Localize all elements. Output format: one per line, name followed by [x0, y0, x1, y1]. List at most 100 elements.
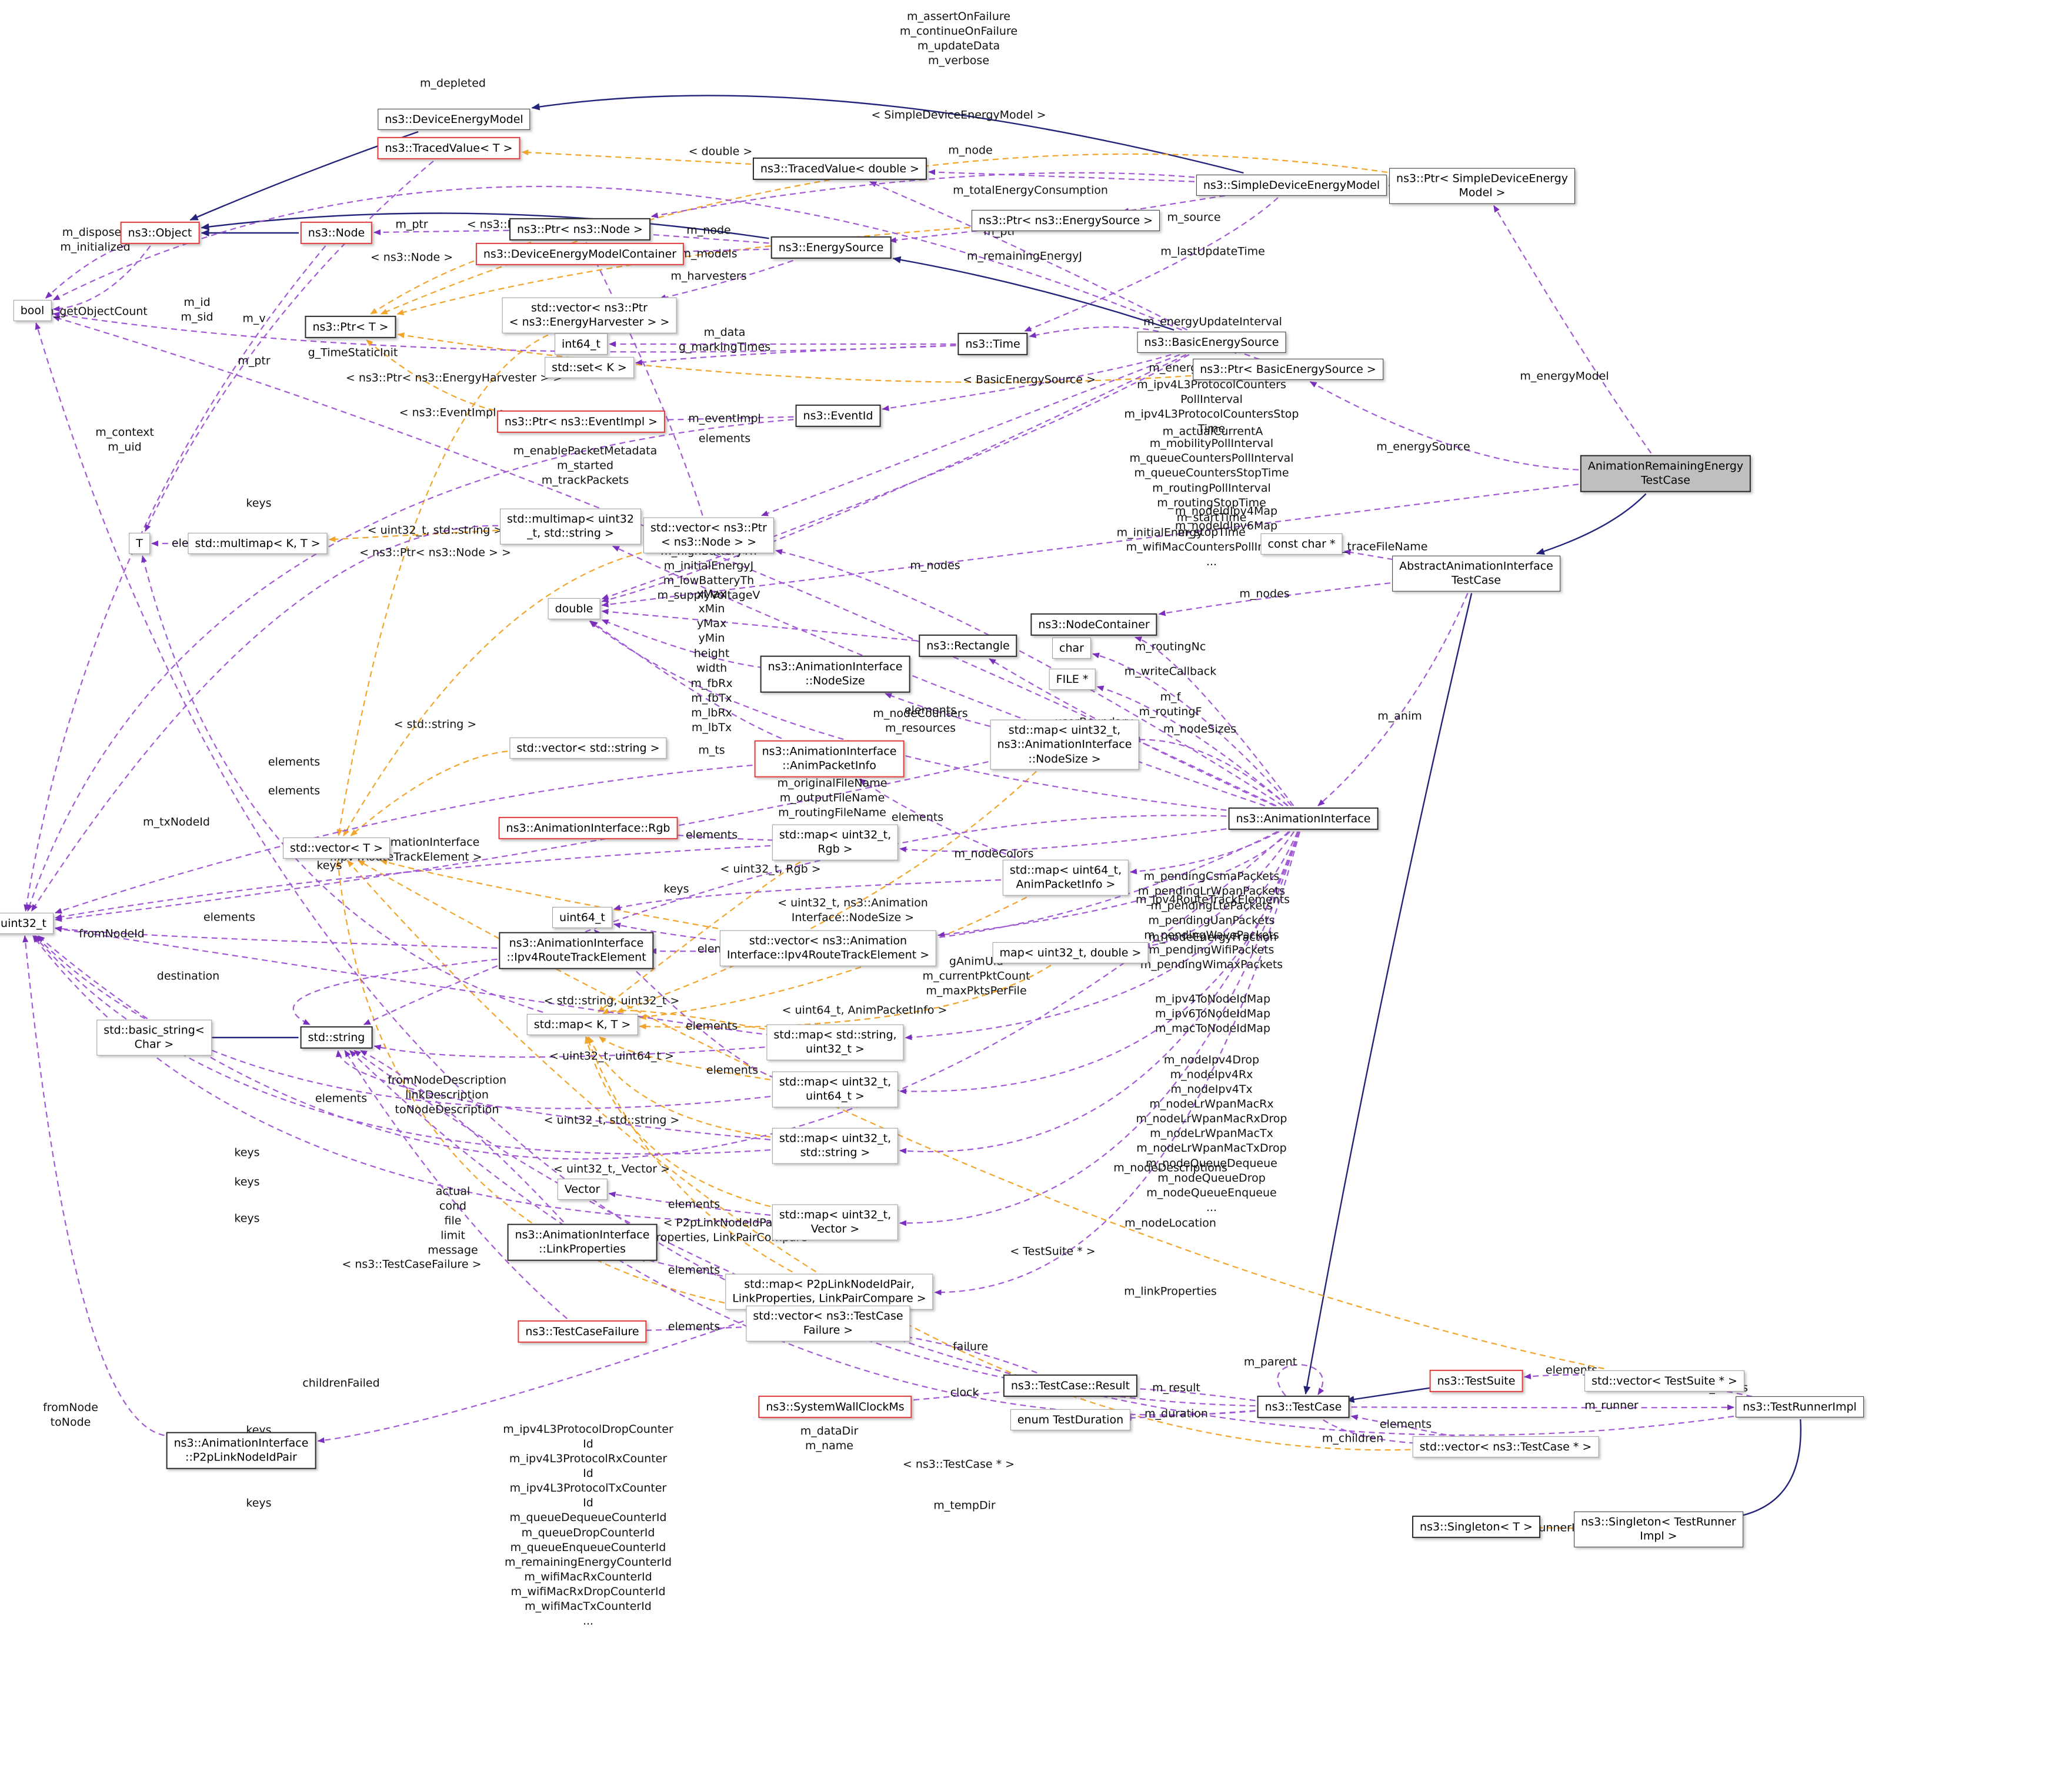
edge-label: < uint32_t, Rgb >	[720, 862, 821, 876]
class-node-node[interactable]: ns3::Node	[300, 221, 373, 245]
class-node-traced-value-t[interactable]: ns3::TracedValue< T >	[377, 136, 520, 160]
class-node-vec-testcase-failure[interactable]: std::vector< ns3::TestCase Failure >	[746, 1305, 910, 1342]
class-node-vector[interactable]: Vector	[557, 1178, 608, 1200]
class-node-ptr-event-impl[interactable]: ns3::Ptr< ns3::EventImpl >	[496, 410, 666, 433]
edge-label: m_eventImpl	[688, 412, 761, 425]
class-node-object[interactable]: ns3::Object	[120, 221, 200, 245]
class-node-abstract-anim-testcase[interactable]: AbstractAnimationInterface TestCase	[1392, 555, 1560, 592]
class-node-node-size[interactable]: ns3::AnimationInterface ::NodeSize	[760, 655, 910, 693]
edge-label: actual cond file limit message	[428, 1185, 478, 1257]
edge-animation-interface-to-double	[589, 621, 1227, 811]
class-node-basic-string[interactable]: std::basic_string< Char >	[96, 1019, 212, 1056]
class-node-vec-testcase-ptr[interactable]: std::vector< ns3::TestCase * >	[1412, 1436, 1599, 1458]
class-node-file[interactable]: FILE *	[1049, 668, 1096, 691]
edge-label: elements	[698, 432, 751, 445]
edge-label: m_nodeColors	[954, 847, 1034, 861]
edge-map-kt-to-t	[141, 555, 543, 1013]
class-node-ptr-energy-source[interactable]: ns3::Ptr< ns3::EnergySource >	[971, 209, 1160, 232]
edge-node-size-to-double	[601, 619, 774, 670]
class-node-rectangle[interactable]: ns3::Rectangle	[919, 634, 1017, 658]
edge-map-u64-animpacketinfo-to-map-kt	[639, 896, 1027, 1020]
class-node-vec-t[interactable]: std::vector< T >	[282, 837, 391, 859]
class-node-testcase-result[interactable]: ns3::TestCase::Result	[1003, 1374, 1138, 1398]
class-node-multimap-kt[interactable]: std::multimap< K, T >	[188, 532, 328, 555]
class-node-testcase-failure[interactable]: ns3::TestCaseFailure	[518, 1320, 647, 1343]
edge-energy-source-to-object	[201, 212, 769, 239]
class-node-testcase[interactable]: ns3::TestCase	[1257, 1395, 1350, 1419]
class-node-set-k[interactable]: std::set< K >	[545, 356, 634, 379]
edge-animation-interface-to-vec-ptr-node	[775, 549, 1284, 806]
edge-label: keys	[234, 1212, 260, 1225]
class-node-energy-source[interactable]: ns3::EnergySource	[770, 236, 892, 259]
class-node-link-properties[interactable]: ns3::AnimationInterface ::LinkProperties	[507, 1223, 658, 1261]
edge-energy-source-to-ptr-node	[642, 231, 769, 244]
class-node-animation-interface[interactable]: ns3::AnimationInterface	[1228, 807, 1379, 831]
class-node-map-kt[interactable]: std::map< K, T >	[526, 1013, 638, 1036]
class-node-anim-remaining-energy-testcase[interactable]: AnimationRemainingEnergy TestCase	[1580, 455, 1751, 492]
edge-label: m_ptr	[238, 354, 271, 368]
class-node-map-str-u32[interactable]: std::map< std::string, uint32_t >	[766, 1024, 904, 1060]
class-node-time[interactable]: ns3::Time	[957, 332, 1028, 356]
class-node-ptr-basic-energy-source[interactable]: ns3::Ptr< BasicEnergySource >	[1193, 358, 1383, 381]
class-node-map-u32-nodesize[interactable]: std::map< uint32_t, ns3::AnimationInterf…	[990, 719, 1139, 770]
class-node-enum-test-duration[interactable]: enum TestDuration	[1010, 1409, 1131, 1431]
class-node-rgb[interactable]: ns3::AnimationInterface::Rgb	[498, 816, 678, 840]
class-node-traced-value-double[interactable]: ns3::TracedValue< double >	[752, 157, 927, 181]
class-node-vec-string[interactable]: std::vector< std::string >	[509, 737, 667, 759]
edge-label: m_pendingCsmaPackets m_pendingLrWpanPack…	[1137, 870, 1286, 972]
class-node-node-container[interactable]: ns3::NodeContainer	[1030, 613, 1157, 636]
class-node-const-char[interactable]: const char *	[1260, 533, 1343, 555]
edge-simple-dem-to-device-energy-model	[531, 95, 1244, 174]
class-node-std-string[interactable]: std::string	[300, 1026, 373, 1049]
class-node-t[interactable]: T	[129, 532, 150, 555]
class-node-p2p-link-nodeid-pair[interactable]: ns3::AnimationInterface ::P2pLinkNodeIdP…	[166, 1432, 316, 1469]
class-node-simple-dem[interactable]: ns3::SimpleDeviceEnergyModel	[1196, 174, 1387, 196]
edge-label: elements	[668, 1263, 720, 1277]
edge-object-to-bool	[52, 245, 151, 312]
edge-label: m_dataDir m_name	[800, 1424, 859, 1452]
edge-label: m_anim	[1377, 709, 1422, 723]
class-node-vec-ptr-harvester[interactable]: std::vector< ns3::Ptr < ns3::EnergyHarve…	[502, 297, 677, 333]
class-node-ptr-node[interactable]: ns3::Ptr< ns3::Node >	[509, 218, 650, 241]
class-node-singleton-t[interactable]: ns3::Singleton< T >	[1412, 1515, 1540, 1539]
edge-vec-ptr-node-to-vec-t	[343, 552, 642, 836]
class-node-dem-container[interactable]: ns3::DeviceEnergyModelContainer	[475, 242, 685, 266]
class-node-map-u32-double[interactable]: map< uint32_t, double >	[992, 942, 1149, 964]
class-node-uint32[interactable]: uint32_t	[0, 912, 54, 935]
edge-label: m_data g_markingTimes	[678, 325, 771, 353]
edge-label: m_runner	[1584, 1399, 1639, 1412]
class-node-ptr-t[interactable]: ns3::Ptr< T >	[305, 315, 396, 339]
class-node-map-u32-vector[interactable]: std::map< uint32_t, Vector >	[772, 1204, 899, 1240]
edge-energy-source-to-vec-ptr-harvester	[659, 259, 793, 301]
class-node-map-u32-str[interactable]: std::map< uint32_t, std::string >	[772, 1128, 899, 1164]
edge-vec-testcase-failure-to-vec-t	[335, 860, 745, 1308]
edge-basic-energy-source-to-double	[601, 354, 1187, 603]
class-node-uint64[interactable]: uint64_t	[552, 906, 612, 929]
class-node-event-id[interactable]: ns3::EventId	[795, 404, 881, 428]
class-node-map-p2p[interactable]: std::map< P2pLinkNodeIdPair, LinkPropert…	[725, 1273, 933, 1310]
class-node-basic-energy-source[interactable]: ns3::BasicEnergySource	[1137, 331, 1286, 353]
class-node-map-u64-animpacketinfo[interactable]: std::map< uint64_t, AnimPacketInfo >	[1002, 859, 1129, 896]
class-node-ipv4-route-track-element[interactable]: ns3::AnimationInterface ::Ipv4RouteTrack…	[499, 932, 654, 969]
class-node-vec-testsuite[interactable]: std::vector< TestSuite * >	[1584, 1370, 1744, 1392]
class-node-multimap-u32-str[interactable]: std::multimap< uint32 _t, std::string >	[500, 508, 641, 545]
class-node-map-u32-u64[interactable]: std::map< uint32_t, uint64_t >	[772, 1071, 899, 1108]
class-node-ptr-simple-dem[interactable]: ns3::Ptr< SimpleDeviceEnergy Model >	[1389, 168, 1575, 204]
class-node-test-suite[interactable]: ns3::TestSuite	[1429, 1369, 1523, 1393]
class-node-int64[interactable]: int64_t	[555, 333, 608, 355]
class-node-vec-route-track[interactable]: std::vector< ns3::Animation Interface::I…	[719, 930, 937, 966]
class-node-anim-packet-info[interactable]: ns3::AnimationInterface ::AnimPacketInfo	[754, 740, 905, 778]
class-node-device-energy-model[interactable]: ns3::DeviceEnergyModel	[378, 108, 530, 131]
edge-label: m_nodeIdIpv4Map m_nodeIdIpv6Map	[1175, 504, 1278, 532]
class-node-system-wall-clock-ms[interactable]: ns3::SystemWallClockMs	[758, 1395, 912, 1419]
class-node-vec-ptr-node[interactable]: std::vector< ns3::Ptr < ns3::Node > >	[643, 517, 774, 553]
class-node-test-runner-impl[interactable]: ns3::TestRunnerImpl	[1736, 1396, 1864, 1418]
edge-animation-interface-to-vec-route-track	[937, 831, 1290, 938]
class-node-bool[interactable]: bool	[13, 299, 52, 322]
class-node-singleton-test-runner[interactable]: ns3::Singleton< TestRunner Impl >	[1574, 1511, 1743, 1547]
edge-label: < BasicEnergySource >	[963, 373, 1096, 386]
class-node-map-u32-rgb[interactable]: std::map< uint32_t, Rgb >	[772, 824, 899, 861]
edge-label: m_ipv4L3ProtocolDropCounter Id m_ipv4L3P…	[503, 1423, 673, 1628]
class-node-double[interactable]: double	[548, 598, 600, 620]
class-node-char[interactable]: char	[1052, 637, 1091, 659]
